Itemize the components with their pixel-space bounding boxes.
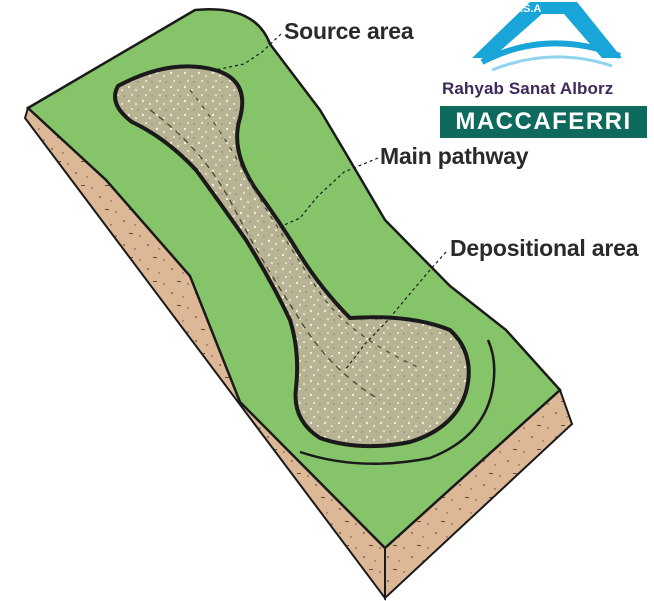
brand-box: MACCAFERRI — [440, 106, 647, 138]
source-area-label: Source area — [284, 18, 414, 45]
main-pathway-label: Main pathway — [380, 143, 528, 170]
brand-name: MACCAFERRI — [440, 108, 647, 136]
depositional-area-label: Depositional area — [450, 235, 638, 262]
rsa-logo-mark: R.S.A — [452, 0, 632, 78]
company-name: Rahyab Sanat Alborz — [442, 79, 613, 99]
company-logo: R.S.A Rahyab Sanat Alborz MACCAFERRI — [430, 0, 654, 140]
rsa-mark-text: R.S.A — [512, 3, 541, 15]
